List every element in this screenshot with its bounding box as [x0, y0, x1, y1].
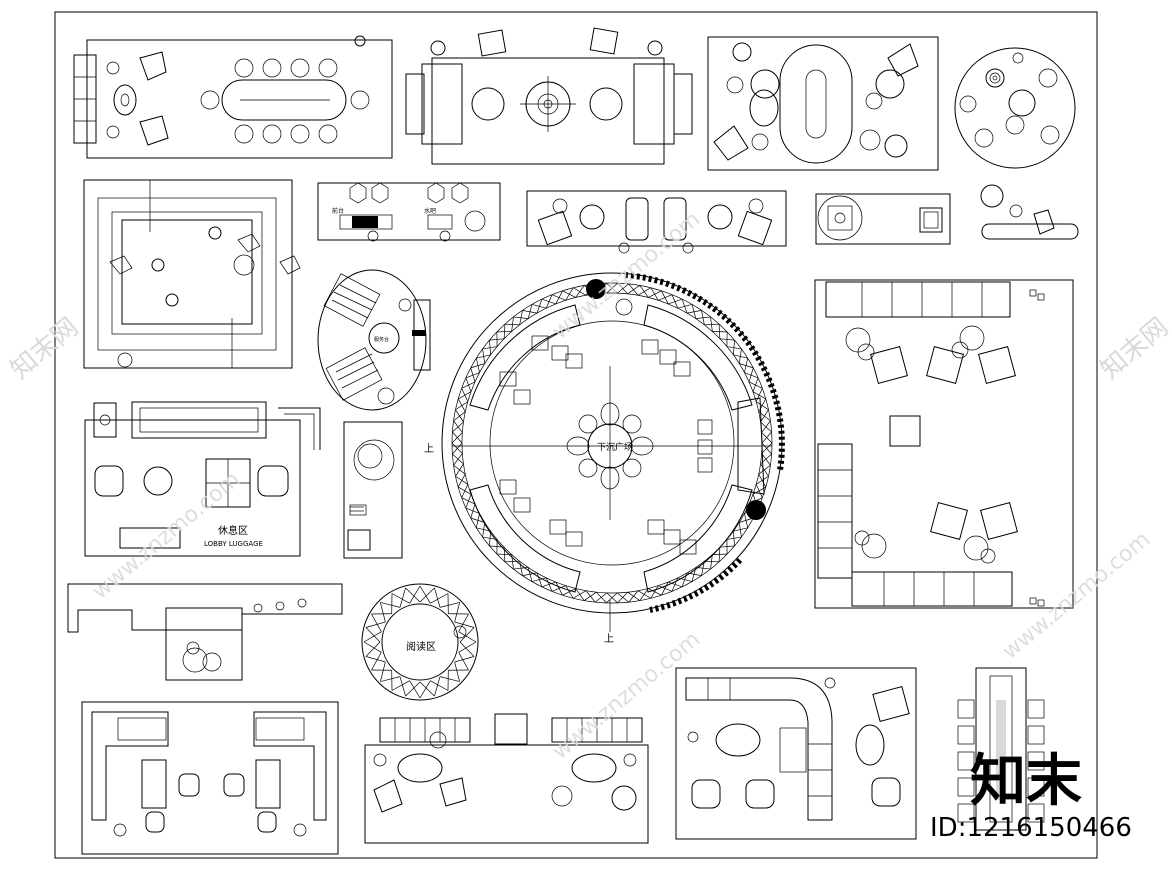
plaza-label: 下沉广场 [597, 441, 633, 453]
lattice-line [430, 681, 448, 691]
reading-area-block: 阅读区 [362, 584, 478, 700]
lattice-line [617, 593, 628, 602]
lattice-line [434, 677, 440, 696]
office-desks-block [82, 702, 338, 854]
oval-reading-nook: 服务台 [318, 270, 430, 410]
reception-label-b: 水吧 [424, 207, 436, 215]
lattice-line [459, 652, 469, 670]
lattice-line [458, 474, 465, 487]
round-dining-block [955, 48, 1075, 168]
lattice-line [380, 602, 385, 622]
lattice-line [430, 594, 448, 604]
lattice-line [462, 484, 468, 497]
lattice-line [762, 421, 771, 433]
lattice-line [440, 602, 460, 607]
lattice-line [440, 677, 460, 682]
lattice-line [372, 614, 382, 632]
lattice-line [455, 464, 463, 476]
lattice-line [454, 453, 463, 465]
planter-strip-block [344, 422, 402, 558]
lounge-label-cn: 休息区 [218, 524, 248, 537]
lattice-line [452, 422, 463, 432]
small-seating-block [981, 185, 1078, 239]
reception-desk-block: 前台 水吧 [318, 183, 500, 241]
watermark-side-right: 知末网 [1095, 312, 1172, 385]
watermark-id: ID:1216150466 [930, 813, 1132, 843]
lattice-line [704, 561, 719, 562]
planter-cabinet-block [816, 194, 950, 244]
watermark-site-3: www.znzmo.com [548, 627, 705, 765]
lattice-line [366, 656, 385, 662]
lattice-line [392, 594, 410, 604]
lattice-line [400, 588, 406, 607]
reading-area-label: 阅读区 [406, 640, 436, 653]
lattice-line [466, 494, 471, 508]
dining-conference-block [74, 36, 392, 158]
lattice-line [455, 602, 460, 622]
lattice-line [392, 681, 410, 691]
lattice-line [366, 622, 385, 628]
reception-label-a: 前台 [332, 207, 344, 215]
stair-corridor-block [84, 180, 300, 368]
lattice-line [459, 614, 469, 632]
lattice-line [400, 677, 406, 696]
lattice-line [455, 662, 460, 682]
watermark-site-4: www.znzmo.com [998, 527, 1155, 665]
lattice-line [628, 592, 640, 600]
l-sofa-lounge-block [676, 668, 916, 839]
lattice-line [542, 299, 556, 304]
lounge-label-en: LOBBY LUGGAGE [204, 540, 263, 548]
lattice-line [380, 662, 385, 682]
watermark-brand: 知末 [970, 749, 1082, 814]
lattice-line [563, 291, 576, 298]
lattice-line [753, 378, 758, 392]
north-marker-icon [355, 36, 365, 46]
lattice-line [719, 324, 720, 339]
lattice-line [761, 410, 769, 422]
sofa-lounge-bottom [365, 714, 648, 843]
lattice-line [455, 656, 474, 662]
lattice-line [372, 652, 382, 670]
oval-table-lounge [708, 37, 938, 170]
lattice-line [434, 588, 440, 607]
lattice-line [505, 324, 520, 325]
lattice-line [552, 295, 566, 301]
large-lounge-block [815, 280, 1073, 608]
lobby-lounge-block: 休息区 LOBBY LUGGAGE [85, 402, 320, 556]
sunken-plaza: 下沉广场 上 上 [424, 273, 782, 645]
lattice-line [380, 677, 400, 682]
lattice-line [380, 602, 400, 607]
watermark-side-left: 知末网 [5, 312, 84, 385]
living-room-block [406, 28, 692, 164]
nook-mini-label: 服务台 [374, 336, 389, 343]
up-arrow-left-label: 上 [424, 443, 434, 455]
lattice-line [586, 591, 595, 602]
up-arrow-bottom-label: 上 [604, 633, 614, 645]
lattice-line [596, 592, 606, 603]
lattice-line [756, 388, 762, 401]
